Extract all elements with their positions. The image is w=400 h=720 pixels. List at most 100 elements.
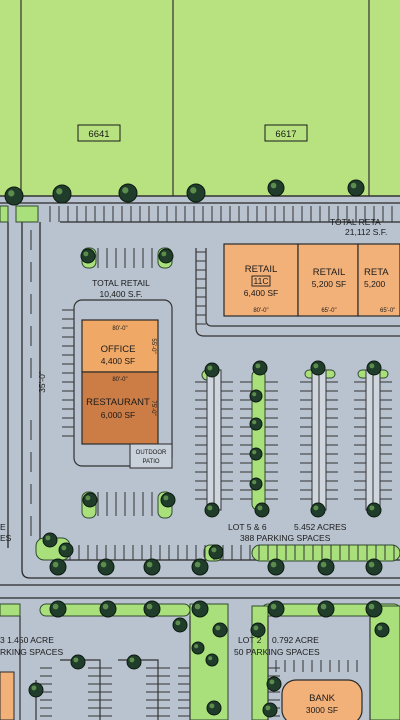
tree-icon: [191, 558, 209, 576]
west-lot-label-2: ES: [0, 533, 12, 543]
lot-2-acres: 0.792 ACRE: [272, 635, 319, 645]
tree-icon: [204, 362, 220, 378]
tree-icon: [191, 600, 209, 618]
svg-text:RETAIL: RETAIL: [313, 267, 346, 278]
tree-icon: [158, 248, 174, 264]
tree-icon: [143, 600, 161, 618]
svg-text:55'-0": 55'-0": [150, 338, 156, 353]
tree-icon: [49, 558, 67, 576]
tree-icon: [365, 558, 383, 576]
tree-icon: [4, 186, 24, 206]
svg-text:80'-0": 80'-0": [112, 377, 127, 383]
svg-text:5,200: 5,200: [364, 279, 386, 289]
parking-row-stalls: [195, 381, 392, 500]
total-retail-right-sf: 21,112 S.F.: [345, 227, 387, 237]
svg-text:6641: 6641: [88, 129, 109, 140]
tree-icon: [160, 492, 176, 508]
tree-icon: [250, 622, 266, 638]
tree-icon: [80, 248, 96, 264]
tree-icon: [208, 544, 224, 560]
svg-text:65'-0": 65'-0": [380, 308, 395, 314]
tree-icon: [212, 622, 228, 638]
svg-text:OUTDOOR: OUTDOOR: [136, 450, 167, 456]
parking-row-2: [311, 369, 327, 511]
svg-text:4,400 SF: 4,400 SF: [101, 356, 136, 366]
svg-text:80'-0": 80'-0": [112, 326, 127, 332]
tree-icon: [206, 700, 222, 716]
svg-text:6,000 SF: 6,000 SF: [101, 410, 136, 420]
parking-stalls-top: [49, 206, 393, 222]
tree-icon: [374, 622, 390, 638]
svg-text:OFFICE: OFFICE: [101, 344, 136, 355]
office-building: 80'-0" OFFICE 4,400 SF 55'-0": [81, 319, 159, 373]
retail-strip-curb: [195, 248, 400, 337]
parcel-6617-label: 6617: [264, 124, 308, 142]
tree-icon: [172, 617, 188, 633]
lower-left-building: [0, 671, 15, 720]
tree-icon: [317, 558, 335, 576]
lot-3-parking: RKING SPACES: [0, 647, 63, 657]
tree-icon: [347, 179, 365, 197]
tree-icon: [267, 179, 285, 197]
svg-text:6,400 SF: 6,400 SF: [244, 288, 279, 298]
tree-icon: [267, 558, 285, 576]
tree-icon: [186, 183, 206, 203]
svg-text:PATIO: PATIO: [142, 459, 159, 465]
retail-3-building: RETA 5,200 65'-0": [357, 243, 400, 317]
svg-text:RETAIL: RETAIL: [245, 264, 278, 275]
tree-icon: [99, 600, 117, 618]
svg-text:80'-0": 80'-0": [253, 308, 268, 314]
tree-icon: [310, 360, 326, 376]
tree-icon: [249, 389, 263, 403]
trees: [4, 179, 390, 718]
lower-stalls: [40, 660, 358, 717]
west-lot-label-1: E: [0, 522, 6, 532]
parking-row-1: [206, 369, 222, 511]
total-retail-left-label: TOTAL RETAIL: [92, 278, 150, 288]
tree-icon: [249, 417, 263, 431]
tree-icon: [42, 532, 58, 548]
tree-icon: [249, 477, 263, 491]
lot-5-6-acres: 5.452 ACRES: [294, 522, 347, 532]
svg-text:RESTAURANT: RESTAURANT: [86, 397, 150, 408]
lot-2-parking: 50 PARKING SPACES: [234, 647, 320, 657]
tree-icon: [49, 600, 67, 618]
svg-text:6617: 6617: [275, 129, 296, 140]
tree-icon: [317, 600, 335, 618]
drive-dimension: 35'-0": [37, 371, 47, 393]
outdoor-patio: OUTDOOR PATIO: [129, 443, 173, 469]
left-pad-curb: [73, 299, 173, 467]
svg-text:65'-0": 65'-0": [321, 308, 336, 314]
tree-icon: [204, 502, 220, 518]
svg-text:75'-0": 75'-0": [150, 400, 156, 415]
svg-text:3000 SF: 3000 SF: [306, 705, 338, 715]
tree-icon: [252, 360, 268, 376]
tree-icon: [310, 502, 326, 518]
svg-text:11C: 11C: [254, 276, 269, 286]
svg-text:5,200 SF: 5,200 SF: [312, 279, 347, 289]
tree-icon: [52, 184, 72, 204]
tree-icon: [191, 641, 205, 655]
tree-icon: [118, 183, 138, 203]
total-retail-left-sf: 10,400 S.F.: [99, 289, 142, 299]
tree-icon: [366, 360, 382, 376]
tree-icon: [28, 682, 44, 698]
tree-icon: [366, 502, 382, 518]
parking-row-3: [365, 369, 381, 511]
lot-5-6-label: LOT 5 & 6: [228, 522, 267, 532]
lot-2-label: LOT 2: [238, 635, 262, 645]
restaurant-building: 80'-0" RESTAURANT 6,000 SF 75'-0": [81, 371, 159, 445]
svg-text:BANK: BANK: [309, 693, 336, 704]
total-retail-right-label: TOTAL RETA: [330, 217, 381, 227]
tree-icon: [205, 653, 219, 667]
parcel-6641-label: 6641: [77, 124, 121, 142]
svg-text:RETA: RETA: [364, 267, 389, 278]
tree-icon: [70, 654, 86, 670]
tree-icon: [82, 492, 98, 508]
lot-5-6-parking: 388 PARKING SPACES: [240, 533, 331, 543]
tree-icon: [267, 600, 285, 618]
parking-stalls-bottom: [69, 545, 395, 560]
retail-1-building: RETAIL 11C 6,400 SF 80'-0": [223, 243, 299, 317]
pad-stalls: [62, 248, 153, 516]
